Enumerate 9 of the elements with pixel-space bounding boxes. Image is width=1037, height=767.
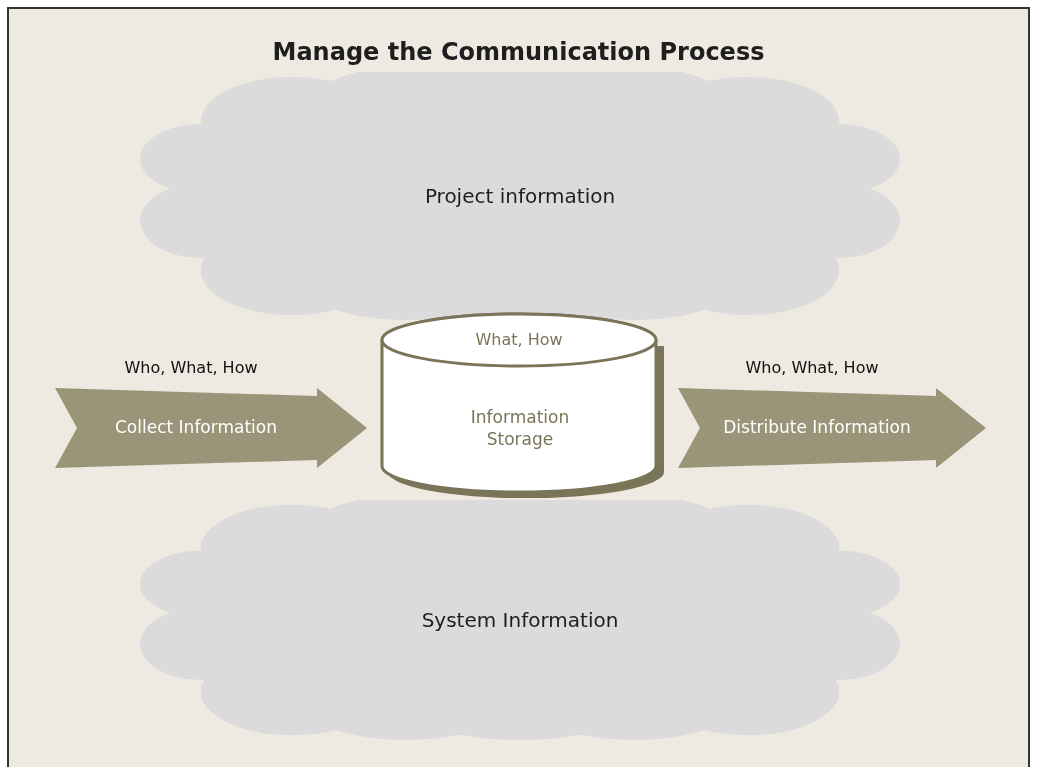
arrow-caption: Who, What, How <box>744 357 880 379</box>
arrow-label: Collect Information <box>115 416 277 440</box>
arrow-caption: Who, What, How <box>123 357 259 379</box>
cylinder-label: Information Storage <box>469 406 571 450</box>
diagram-title: Manage the Communication Process <box>272 37 765 68</box>
cloud-label: System Information <box>421 607 619 634</box>
cylinder-top-label: What, How <box>474 329 564 351</box>
arrow-label: Distribute Information <box>723 416 911 440</box>
cloud-label: Project information <box>424 183 616 210</box>
